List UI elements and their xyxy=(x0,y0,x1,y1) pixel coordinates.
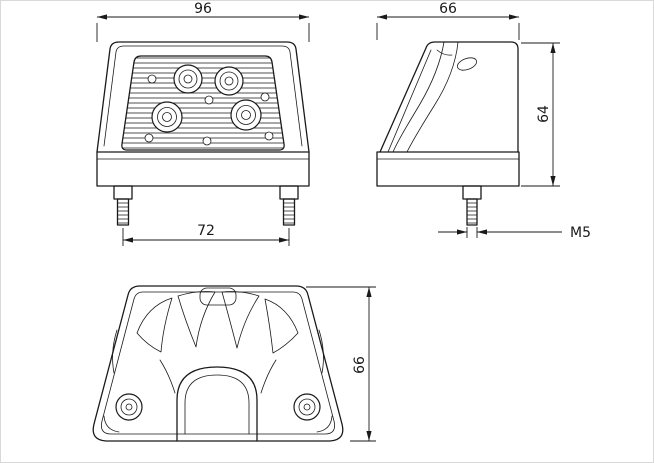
side-lens-seam-1 xyxy=(392,41,445,153)
side-view: 66 64 M5 xyxy=(376,1,591,241)
front-body-inner-line xyxy=(103,45,303,147)
dimension-stud-spacing: 72 xyxy=(122,223,290,246)
dimension-label-bottom-depth: 66 xyxy=(352,356,368,374)
bottom-right-screw-hole xyxy=(293,393,321,421)
side-base xyxy=(376,151,520,187)
front-body-outline xyxy=(96,41,310,153)
side-lens-seam-2 xyxy=(406,41,459,153)
side-detail-curve xyxy=(436,49,453,56)
bottom-left-screw-hole xyxy=(115,393,143,421)
bottom-top-slot xyxy=(199,287,237,306)
dimension-stud-thread: M5 xyxy=(438,225,591,241)
led-lamp-3 xyxy=(151,101,183,133)
bottom-inner-line xyxy=(101,291,335,435)
front-lens-hatch xyxy=(121,57,285,149)
dimension-front-width: 96 xyxy=(96,1,310,42)
front-view: 96 72 xyxy=(96,1,310,246)
bottom-arch-cutout xyxy=(176,366,258,442)
dimension-label-side-height: 64 xyxy=(536,105,552,123)
dimension-label-stud-spacing: 72 xyxy=(197,223,215,239)
dimension-side-height: 64 xyxy=(521,42,560,187)
dimension-bottom-depth: 66 xyxy=(306,286,376,442)
front-left-stud xyxy=(113,185,133,226)
bottom-rib-pattern xyxy=(103,291,333,433)
dimension-label-stud-thread: M5 xyxy=(570,225,591,241)
dimension-label-front-width: 96 xyxy=(194,1,212,17)
led-lamp-1 xyxy=(173,64,203,94)
side-stud xyxy=(462,185,482,226)
front-right-stud xyxy=(279,185,299,226)
lens-dots xyxy=(144,74,274,146)
led-lamp-2 xyxy=(214,66,244,96)
dimension-side-depth: 66 xyxy=(376,1,520,40)
front-base xyxy=(96,151,310,187)
side-oval-hole xyxy=(457,57,477,71)
bottom-outline xyxy=(92,285,344,442)
dimension-label-side-depth: 66 xyxy=(439,1,457,17)
side-inner-line xyxy=(387,49,432,153)
led-lamp-4 xyxy=(230,99,262,131)
front-lens-bezel xyxy=(121,55,285,151)
side-body-outline xyxy=(379,41,519,153)
bottom-view: 66 xyxy=(92,285,376,442)
